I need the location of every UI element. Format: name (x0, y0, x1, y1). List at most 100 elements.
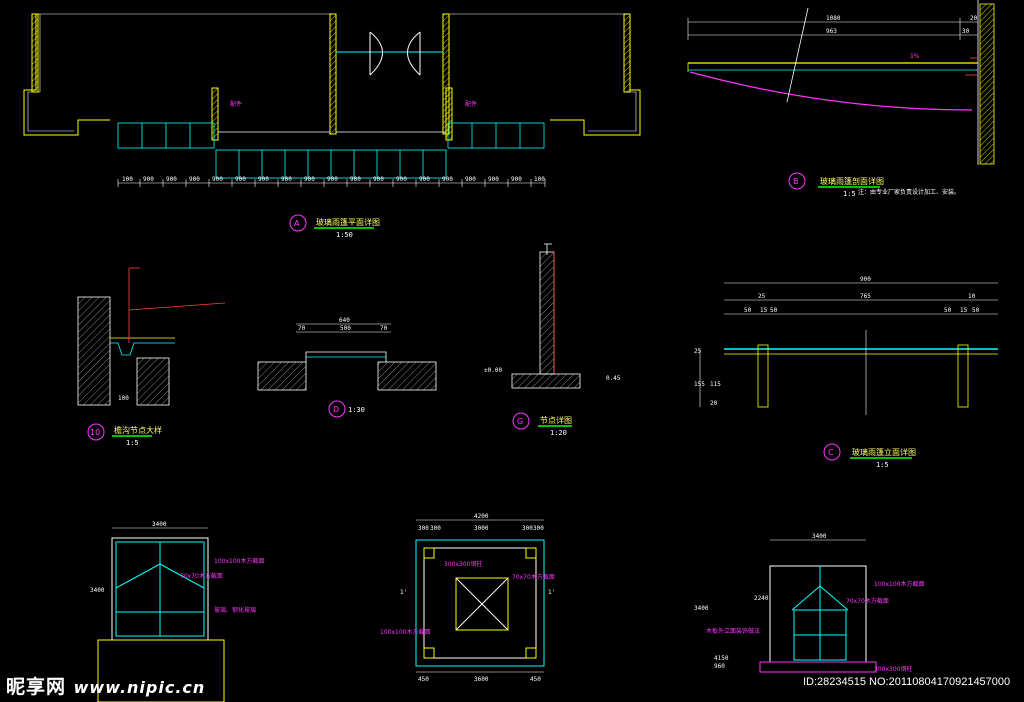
elev-c-dim-50d: 50 (972, 307, 980, 314)
detail-10-title: 檐沟节点大样 (114, 425, 162, 435)
window-plan-label-2: 100x100木方截面 (380, 628, 430, 636)
section-b-dim-main: 963 (826, 28, 837, 35)
window-2-dim-c: 960 (714, 663, 725, 670)
window-plan-labels: 4200 300 300 3000 300 300 3600 450 450 3… (380, 513, 555, 683)
plan-a-dim-0: 100 (122, 176, 133, 183)
plan-a-dim-1: 900 (143, 176, 154, 183)
elev-c-dim-15a: 15 (760, 307, 768, 314)
detail-d-caption: 640 70 500 70 D 1:30 (298, 317, 388, 418)
window-plan-dim-g: 450 (418, 676, 429, 683)
elev-c-dim-50c: 50 (944, 307, 952, 314)
detail-g-drawing (511, 243, 581, 389)
section-b-title: 玻璃雨篷剖面详图 (820, 176, 884, 186)
elev-c-drawing (699, 282, 998, 415)
window-plan-dim-d: 300 (522, 525, 533, 532)
elev-c-dim-left-1: 155 (694, 381, 705, 388)
plan-a-drawing (23, 13, 641, 141)
section-b-dim-a: 30 (962, 28, 970, 35)
window-plan-label-0: 300x300钢柱 (444, 560, 482, 568)
elev-c-dim-50a: 50 (744, 307, 752, 314)
section-b-scale: 1:5 (843, 190, 856, 198)
window-elev-1-labels: 3400 3400 100x100木方截面 70x70木方截面 玻璃、钢化玻璃 (90, 521, 264, 614)
elev-c-tag-circle (823, 443, 841, 461)
plan-a-dim-17: 900 (511, 176, 522, 183)
elev-c-title: 玻璃雨篷立面详图 (852, 447, 916, 457)
elev-c-dim-10: 10 (968, 293, 976, 300)
plan-a-dim-5: 900 (235, 176, 246, 183)
window-2-dim-h: 3400 (694, 605, 709, 612)
detail-g-caption: ±0.00 0.45 G 节点详图 1:20 (484, 367, 621, 437)
plan-a-dim-16: 900 (488, 176, 499, 183)
window-plan-dim-c: 3000 (474, 525, 489, 532)
elev-c-scale: 1:5 (876, 461, 889, 469)
window-plan-dim-a: 300 (418, 525, 429, 532)
detail-d-tag: D (333, 405, 339, 414)
plan-a-dim-14: 900 (442, 176, 453, 183)
elev-c-dim-left-3: 20 (710, 400, 718, 407)
window-elev-2-drawing (759, 539, 877, 673)
plan-a-dimension-labels: 100 900 900 900 900 900 900 900 900 900 … (122, 100, 545, 183)
window-plan-mark-1: 1' (548, 589, 555, 596)
elev-c-dim-50b: 50 (770, 307, 778, 314)
plan-a-note-right: 配件 (465, 100, 477, 108)
window-plan-label-1: 70x70木方截面 (512, 573, 555, 581)
plan-a-dim-11: 900 (373, 176, 384, 183)
plan-a-dim-8: 900 (304, 176, 315, 183)
window-plan-drawing (415, 519, 545, 673)
plan-a-dim-4: 900 (212, 176, 223, 183)
detail-d-dim-a: 70 (298, 325, 306, 332)
window-1-dim-h: 3400 (90, 587, 105, 594)
window-2-label-2: 300x300钢柱 (874, 665, 912, 673)
detail-d-dim-total: 640 (339, 317, 350, 324)
plan-a-note-left: 配件 (230, 100, 242, 108)
section-b-tag-circle (788, 172, 806, 190)
window-2-dim-w: 3400 (812, 533, 827, 540)
elev-c-dim-inner: 765 (860, 293, 871, 300)
detail-d-drawing (257, 323, 437, 391)
detail-10-scale: 1:5 (126, 439, 139, 447)
window-2-label-3: 木板外立面装饰做法 (706, 627, 760, 635)
window-plan-dim-b: 300 (430, 525, 441, 532)
detail-d-tag-circle (328, 400, 346, 418)
window-elev-2-labels: 3400 3400 2240 4150 960 100x100木方截面 70x7… (694, 533, 924, 673)
detail-g-level-1: 0.45 (606, 375, 621, 382)
elev-c-dim-25: 25 (758, 293, 766, 300)
elev-c-caption: 900 765 25 10 50 15 50 50 15 50 25 155 1… (694, 276, 980, 469)
plan-a-dim-3: 900 (189, 176, 200, 183)
elev-c-dim-total: 900 (860, 276, 871, 283)
plan-a-dim-2: 900 (166, 176, 177, 183)
detail-d-dim-c: 70 (380, 325, 388, 332)
image-id-label: ID:28234515 NO:20110804170921457000 (803, 676, 1011, 688)
section-b-drawing (687, 0, 995, 165)
plan-a-dim-6: 900 (258, 176, 269, 183)
plan-a-dim-7: 900 (281, 176, 292, 183)
section-b-labels: 1080 963 30 20 1% B 玻璃雨篷剖面详图 1:5 注：由专业厂家… (788, 15, 978, 198)
section-b-slope: 1% (910, 53, 920, 60)
section-b-tag: B (793, 177, 799, 186)
section-b-dim-total: 1080 (826, 15, 841, 22)
plan-a-dim-13: 900 (419, 176, 430, 183)
elev-c-tag: C (828, 448, 834, 457)
detail-g-tag: G (517, 417, 523, 426)
window-plan-dim-e: 300 (533, 525, 544, 532)
plan-a-tag-circle (289, 214, 307, 232)
plan-a-tag: A (294, 219, 300, 228)
window-plan-dim-h: 450 (530, 676, 541, 683)
section-b-dim-b: 20 (970, 15, 978, 22)
window-2-dim-b: 4150 (714, 655, 729, 662)
elev-c-dim-15b: 15 (960, 307, 968, 314)
watermark-brand: 昵享网 (6, 676, 67, 698)
plan-a-dim-12: 900 (396, 176, 407, 183)
nipic-watermark: 昵享网 www.nipic.cn (6, 672, 205, 699)
detail-10-tag-circle (87, 423, 105, 441)
plan-a-dim-15: 900 (465, 176, 476, 183)
window-2-label-1: 70x70木方截面 (846, 597, 889, 605)
window-plan-dim-total: 4200 (474, 513, 489, 520)
plan-a-glass-panels (117, 122, 545, 179)
plan-a-scale: 1:50 (336, 231, 353, 239)
detail-10-tag: 10 (90, 428, 100, 437)
window-plan-dim-f: 3600 (474, 676, 489, 683)
detail-g-level-0: ±0.00 (484, 367, 502, 374)
detail-g-title: 节点详图 (540, 415, 572, 425)
